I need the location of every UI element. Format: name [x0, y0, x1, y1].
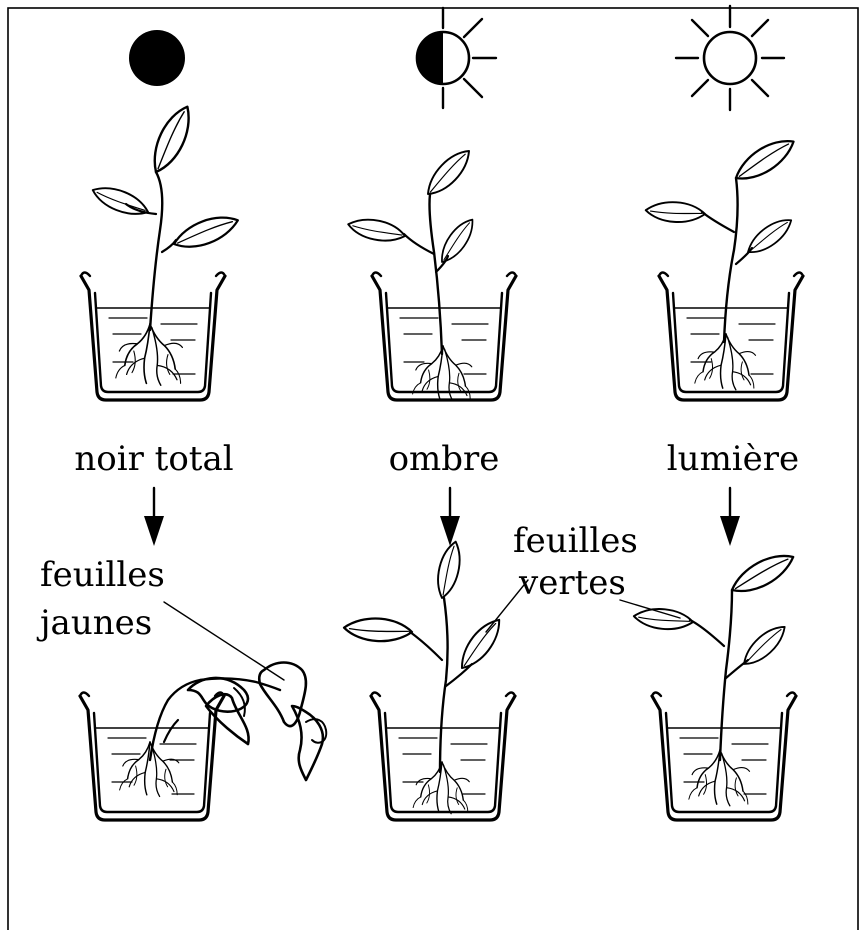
label-shade: ombre — [389, 439, 500, 479]
arrow-shade — [440, 488, 460, 546]
green-leaves-label-line2: vertes — [518, 563, 626, 603]
final-plant-shade — [343, 539, 515, 820]
initial-plant-light — [645, 134, 803, 400]
sun-icon — [676, 6, 784, 110]
yellow-leaves-label-line2: jaunes — [36, 603, 152, 643]
initial-plant-dark — [81, 102, 242, 400]
label-dark: noir total — [74, 439, 233, 479]
full-moon-dark-icon — [129, 30, 185, 86]
yellow-leaves-label-line1: feuilles — [40, 555, 165, 595]
green-leaves-label-line1: feuilles — [513, 521, 638, 561]
final-plant-light — [632, 549, 799, 820]
arrow-light — [720, 488, 740, 546]
wilted-plant-dark — [80, 663, 326, 821]
arrow-dark — [144, 488, 164, 546]
initial-plant-shade — [346, 146, 516, 401]
half-sun-icon — [417, 8, 496, 108]
label-light: lumière — [667, 439, 799, 479]
green-leaves-pointer-shade — [486, 580, 528, 632]
